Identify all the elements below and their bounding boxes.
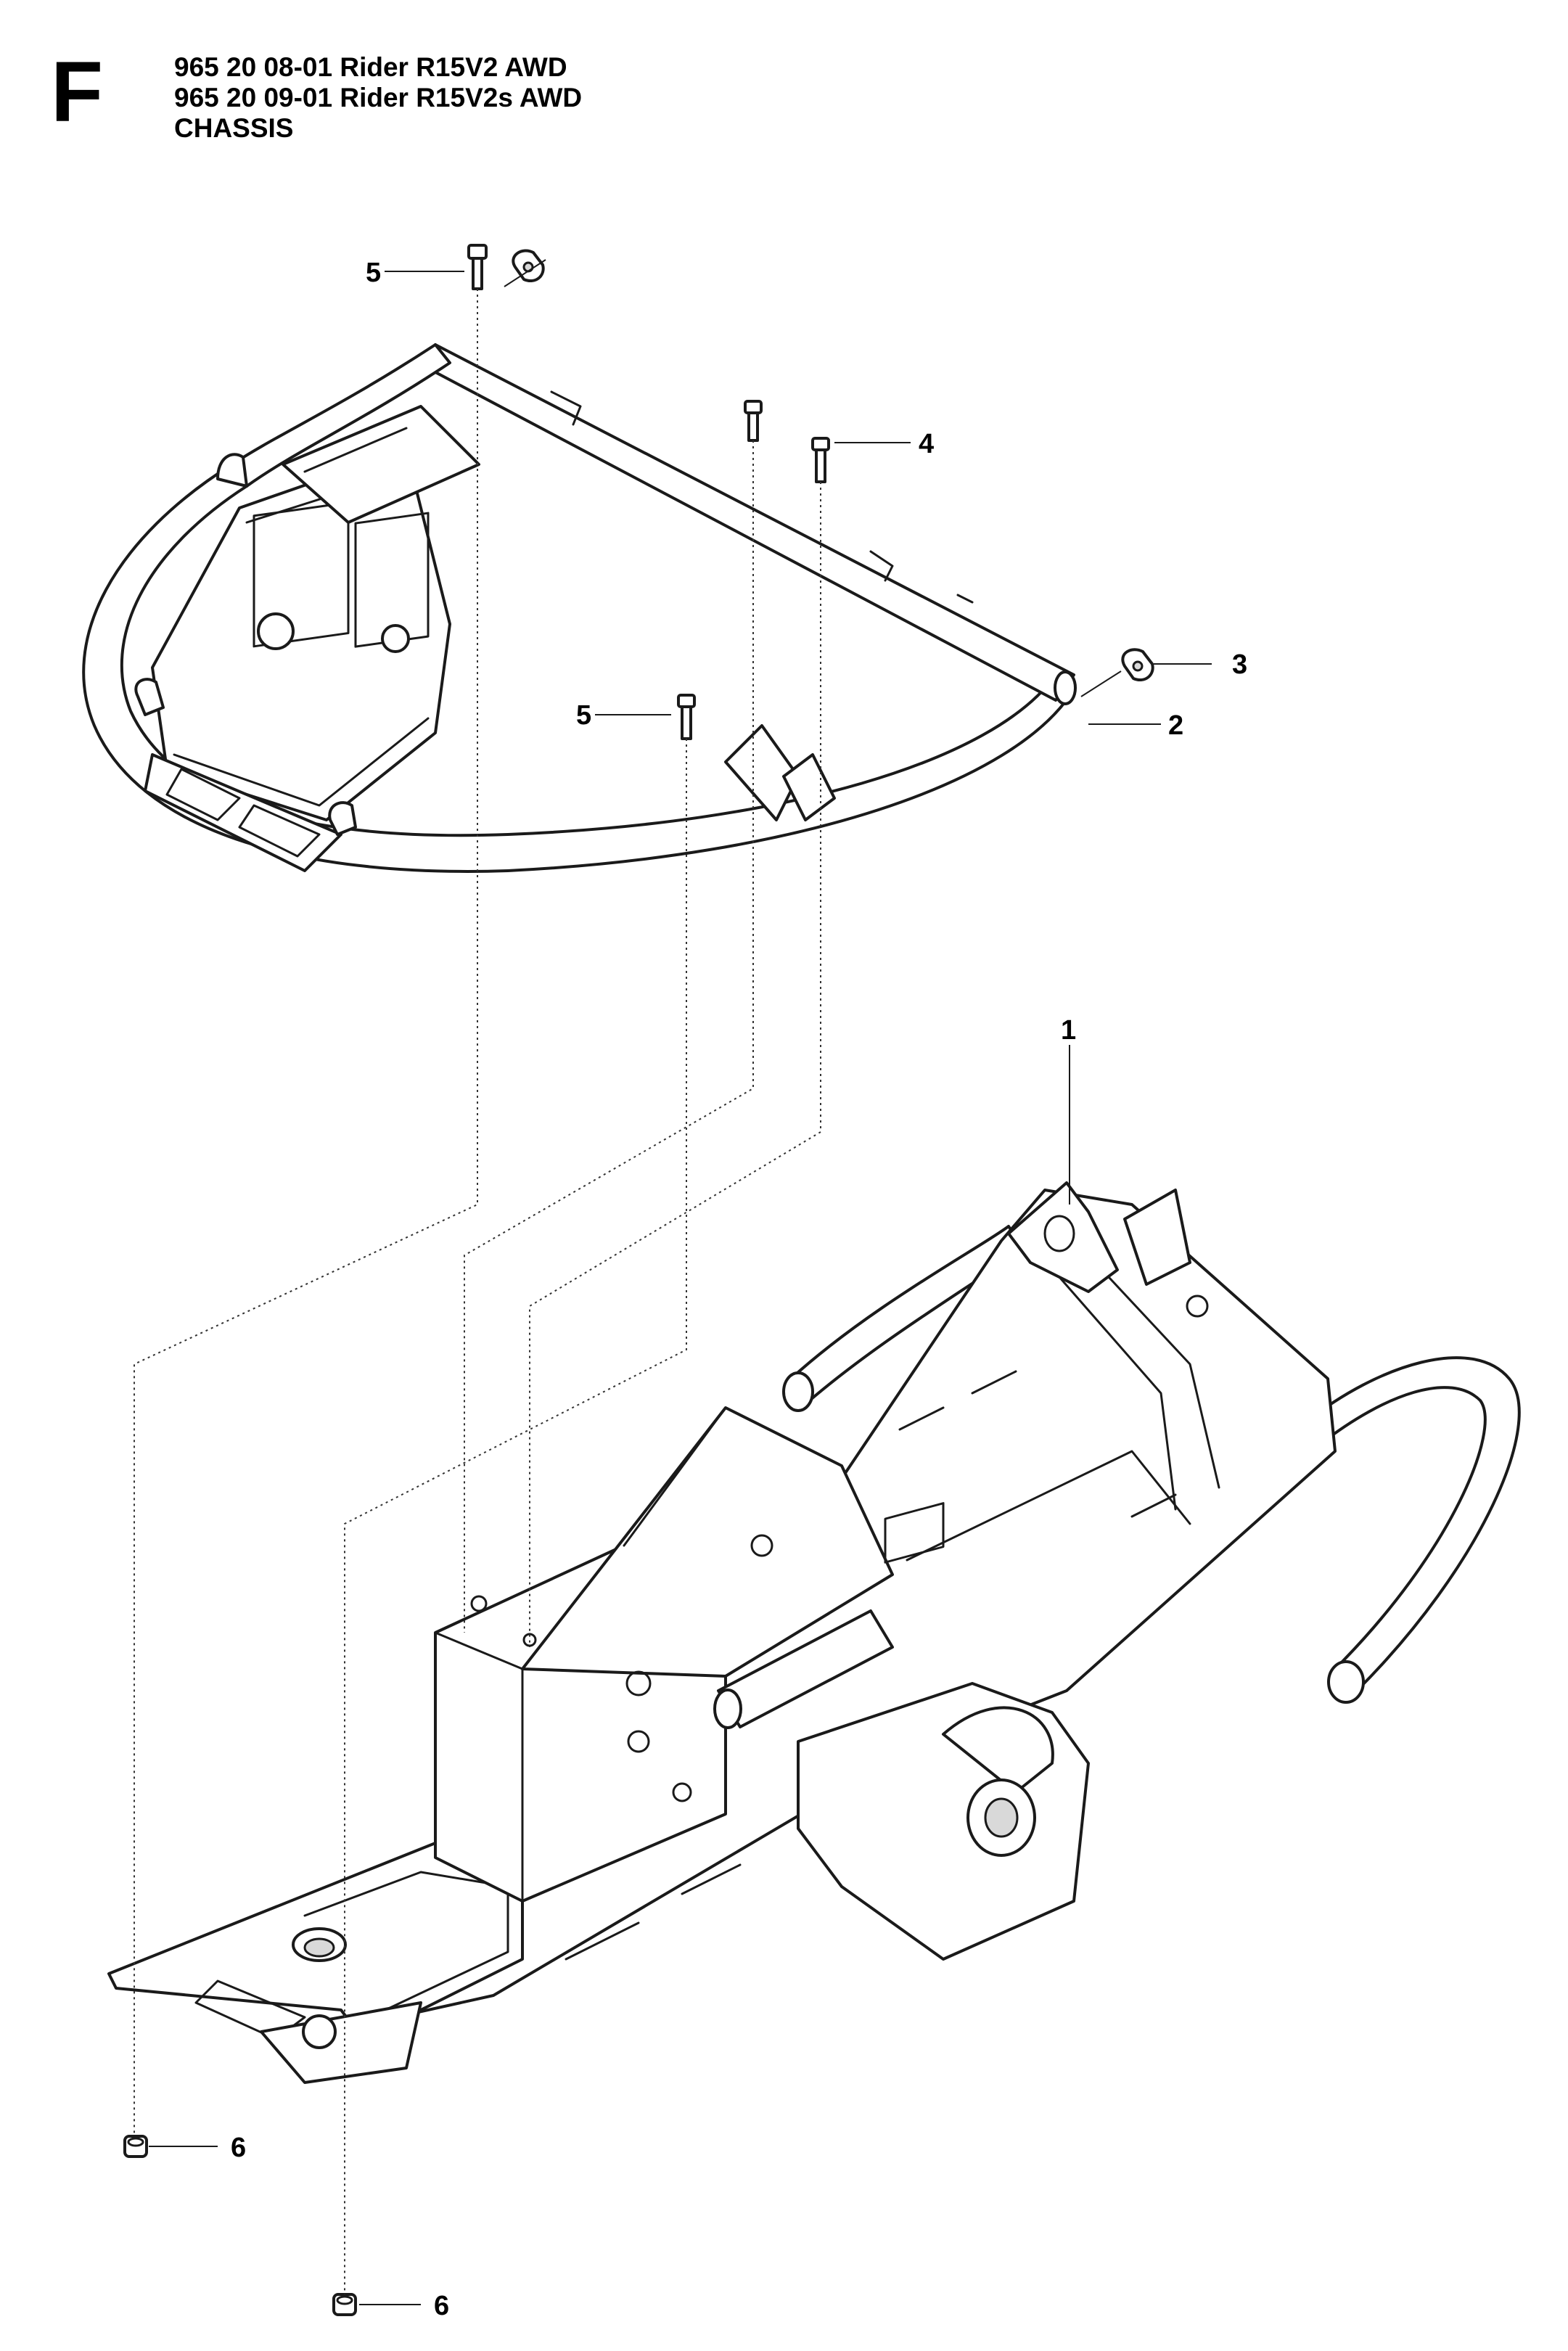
callout-5-top: 5	[366, 258, 381, 288]
model-line-1: 965 20 08-01 Rider R15V2 AWD	[174, 52, 567, 82]
callout-3: 3	[1232, 649, 1247, 680]
model-line-2: 965 20 09-01 Rider R15V2s AWD	[174, 83, 583, 112]
nut-6-bottom	[332, 2293, 357, 2316]
callout-labels: 1 2 3 4 5 5 6 6	[231, 258, 1247, 2321]
main-chassis-part-1	[107, 1181, 1521, 2084]
assembly-lines	[134, 289, 821, 2294]
callout-2: 2	[1168, 710, 1183, 741]
nut-6-left	[123, 2135, 148, 2158]
callout-6-left: 6	[231, 2133, 246, 2163]
bolt-5-top	[467, 244, 488, 290]
callout-leaders	[149, 259, 1212, 2305]
callout-5-middle: 5	[576, 700, 591, 731]
header-lines: 965 20 08-01 Rider R15V2 AWD 965 20 09-0…	[174, 52, 827, 144]
callout-6-bottom: 6	[434, 2291, 449, 2321]
callout-1: 1	[1061, 1015, 1076, 1046]
bumper-frame-part-2	[82, 343, 1077, 873]
clip-part-upper	[512, 249, 545, 282]
bolt-4	[811, 437, 830, 483]
section-letter: F	[51, 44, 104, 140]
bolt-5-middle	[677, 694, 696, 740]
callout-4: 4	[919, 429, 934, 459]
clip-part-3	[1121, 648, 1154, 681]
assembly-title: CHASSIS	[174, 113, 294, 143]
bolt-left-middle	[744, 400, 763, 442]
